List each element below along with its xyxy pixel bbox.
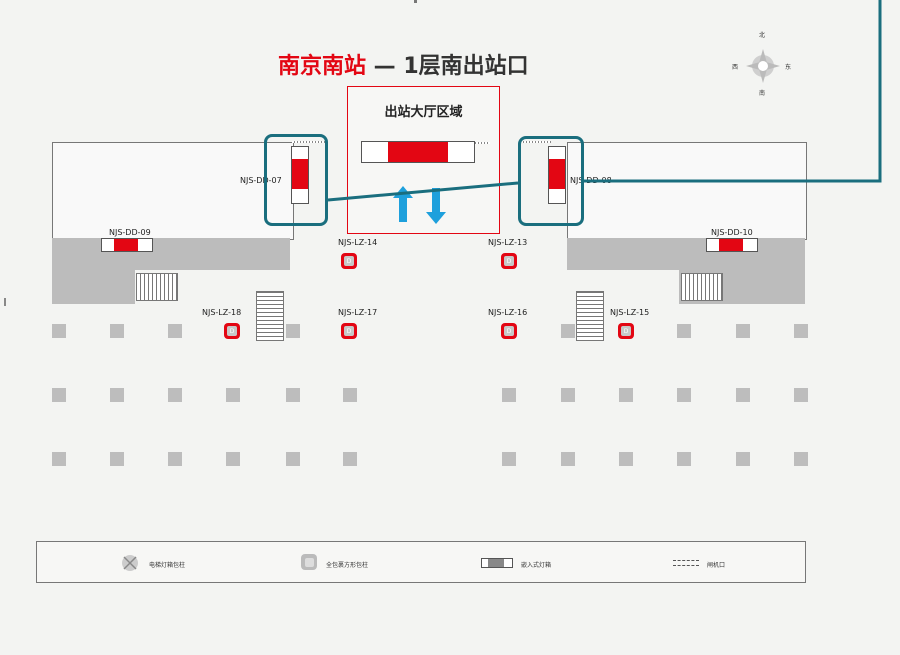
pillar <box>343 452 357 466</box>
embedded-lightbox-icon <box>481 558 513 568</box>
arrow-down-icon <box>426 188 446 224</box>
pillar-lz14[interactable]: D <box>341 253 357 269</box>
panel-dd07-lightbox[interactable] <box>291 146 309 204</box>
gate-line <box>470 142 490 144</box>
legend-gate-label: 闸机口 <box>707 562 726 569</box>
page-title: 南京南站 — 1层南出站口 <box>278 48 529 80</box>
highlight-dd08 <box>518 136 584 226</box>
elevator-icon <box>122 555 138 571</box>
panel-dd09-label: NJS-DD-09 <box>109 228 151 237</box>
pillar <box>52 452 66 466</box>
compass-west: 西 <box>732 64 739 71</box>
hall-embedded-lightbox <box>361 141 475 163</box>
compass-north: 北 <box>759 32 766 39</box>
pillar <box>561 452 575 466</box>
gate-icon <box>673 560 699 566</box>
pillar <box>619 452 633 466</box>
pillar <box>561 324 575 338</box>
pillar <box>168 452 182 466</box>
legend-embedded-label: 嵌入式灯箱 <box>521 562 552 569</box>
pillar <box>168 324 182 338</box>
pillar <box>52 388 66 402</box>
pillar <box>226 388 240 402</box>
top-marker <box>414 0 417 3</box>
pillar <box>677 388 691 402</box>
pillar <box>110 388 124 402</box>
pillar-lz17-label: NJS-LZ-17 <box>338 308 378 317</box>
pillar-lz16[interactable]: D <box>501 323 517 339</box>
pillar <box>736 388 750 402</box>
panel-dd08-lightbox[interactable] <box>548 146 566 204</box>
title-separator: — <box>366 54 404 79</box>
pillar <box>677 324 691 338</box>
panel-dd07-label: NJS-DD-07 <box>240 176 282 185</box>
left-stairs <box>256 291 284 341</box>
right-building <box>567 142 807 240</box>
pillar <box>502 388 516 402</box>
title-floor: 1层南出站口 <box>403 54 529 79</box>
pillar <box>794 388 808 402</box>
pillar <box>794 324 808 338</box>
pillar <box>343 388 357 402</box>
pillar-lz13[interactable]: D <box>501 253 517 269</box>
right-escalator <box>681 273 723 301</box>
compass-east: 东 <box>785 64 792 71</box>
left-escalator <box>136 273 178 301</box>
compass-icon <box>746 49 780 83</box>
pillar <box>110 452 124 466</box>
pillar-lz15[interactable]: D <box>618 323 634 339</box>
pillar <box>561 388 575 402</box>
pillar-lz14-label: NJS-LZ-14 <box>338 238 378 247</box>
panel-dd10-label: NJS-DD-10 <box>711 228 753 237</box>
right-stairs <box>576 291 604 341</box>
title-station: 南京南站 <box>278 54 367 79</box>
compass-south: 南 <box>759 90 766 97</box>
pillar <box>168 388 182 402</box>
pillar-lz17[interactable]: D <box>341 323 357 339</box>
panel-dd10-lightbox[interactable] <box>706 238 758 252</box>
pillar-lz18-label: NJS-LZ-18 <box>202 308 242 317</box>
square-pillar-icon <box>301 554 317 570</box>
highlight-dd07 <box>264 134 328 226</box>
pillar <box>286 324 300 338</box>
pillar <box>286 452 300 466</box>
legend-elevator-label: 电梯灯箱包柱 <box>149 562 186 569</box>
pillar <box>52 324 66 338</box>
compass: 北 南 西 东 <box>732 30 792 97</box>
pillar <box>794 452 808 466</box>
pillar <box>619 388 633 402</box>
edge-marker <box>4 298 6 306</box>
legend: 电梯灯箱包柱 全包裹方形包柱 嵌入式灯箱 闸机口 <box>36 541 806 583</box>
pillar-lz16-label: NJS-LZ-16 <box>488 308 528 317</box>
exit-hall-label: 出站大厅区域 <box>384 105 463 120</box>
left-gate-line <box>292 141 326 143</box>
pillar <box>110 324 124 338</box>
pillar <box>736 452 750 466</box>
pillar-lz18[interactable]: D <box>224 323 240 339</box>
pillar-lz15-label: NJS-LZ-15 <box>610 308 650 317</box>
pillar <box>502 452 516 466</box>
panel-dd09-lightbox[interactable] <box>101 238 153 252</box>
pillar-lz13-label: NJS-LZ-13 <box>488 238 528 247</box>
pillar <box>677 452 691 466</box>
pillar <box>286 388 300 402</box>
legend-square-label: 全包裹方形包柱 <box>326 562 369 569</box>
right-gate-line <box>521 141 551 143</box>
pillar <box>736 324 750 338</box>
pillar <box>226 452 240 466</box>
